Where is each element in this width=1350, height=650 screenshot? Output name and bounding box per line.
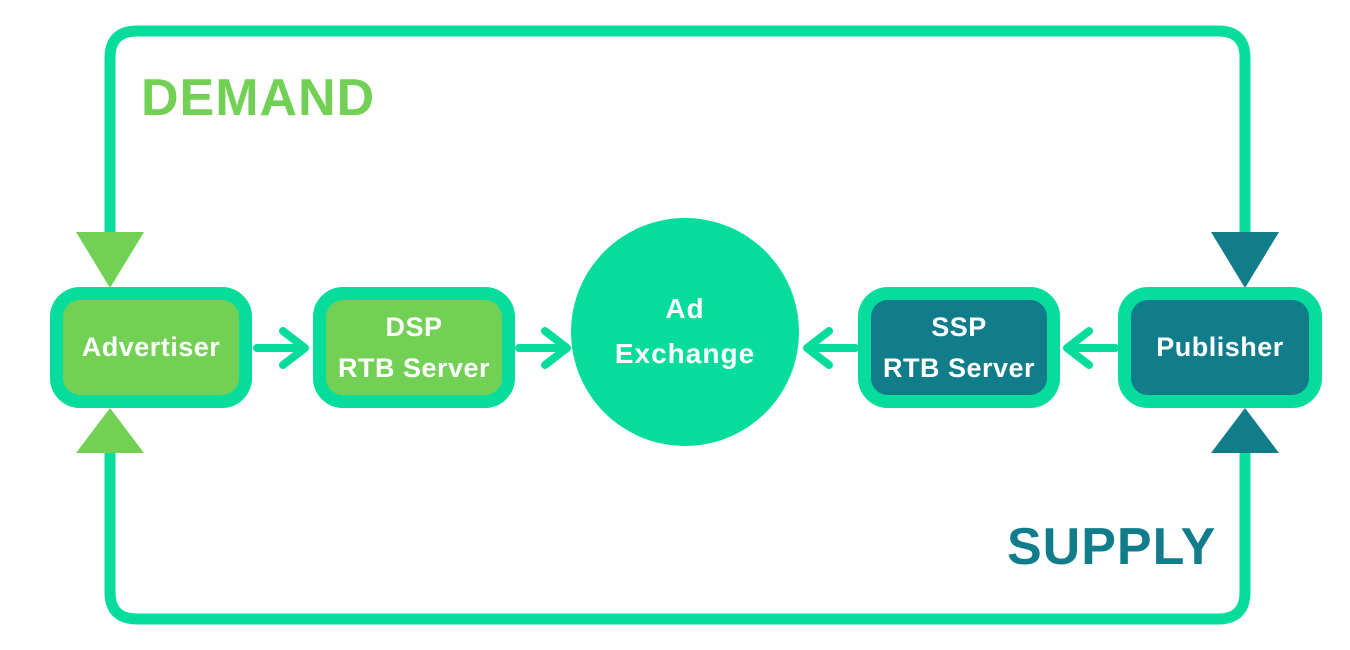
ssp-label-line1: SSP [931, 312, 987, 342]
ad-exchange-label-line2: Exchange [614, 338, 756, 369]
demand-down-arrow-icon [76, 232, 144, 288]
right-arrow-icon [253, 327, 309, 369]
advertiser-label: Advertiser [81, 332, 221, 363]
supply-label: SUPPLY [1007, 518, 1217, 576]
left-arrow-icon [1063, 327, 1119, 369]
ad-exchange-node: Ad Exchange [571, 218, 799, 446]
left-arrow-icon [803, 327, 859, 369]
supply-loop-line [104, 430, 1251, 625]
advertiser-node: Advertiser [50, 287, 252, 408]
dsp-label-line1: DSP [385, 312, 443, 342]
right-arrow-icon [515, 327, 571, 369]
dsp-label-line2: RTB Server [337, 352, 491, 383]
demand-loop-line [104, 25, 1251, 255]
ad-exchange-label-line1: Ad [665, 293, 705, 325]
ssp-rtb-server-node: SSP RTB Server [858, 287, 1060, 408]
publisher-node: Publisher [1118, 287, 1322, 408]
dsp-rtb-server-node: DSP RTB Server [313, 287, 515, 408]
ssp-label-line2: RTB Server [882, 352, 1036, 383]
supply-up-arrow-icon [76, 408, 144, 453]
demand-down-arrow-publisher-icon [1211, 232, 1279, 288]
publisher-label: Publisher [1156, 332, 1284, 363]
supply-up-arrow-publisher-icon [1211, 408, 1279, 453]
demand-label: DEMAND [141, 69, 376, 127]
